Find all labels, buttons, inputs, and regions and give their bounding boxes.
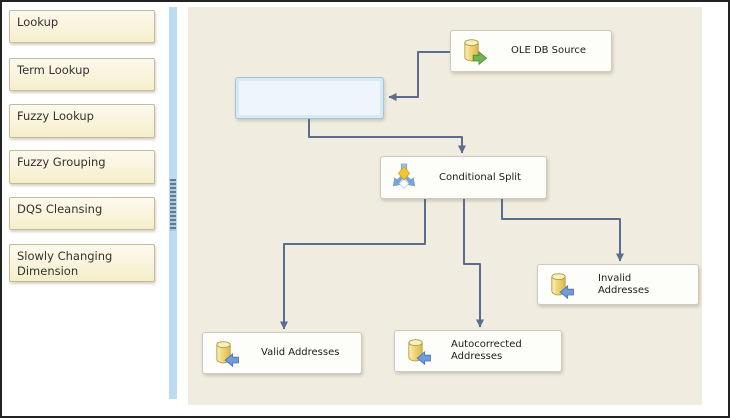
node-invalid-addresses[interactable]: Invalid Addresses bbox=[537, 264, 699, 305]
toolbox-item-fuzzy-lookup[interactable]: Fuzzy Lookup bbox=[9, 104, 155, 138]
toolbox-item-dqs-cleansing[interactable]: DQS Cleansing bbox=[9, 197, 155, 230]
toolbox-item-lookup[interactable]: Lookup bbox=[9, 10, 155, 43]
node-conditional-split[interactable]: Conditional Split bbox=[380, 156, 547, 199]
database-destination-icon bbox=[408, 339, 431, 366]
database-destination-icon bbox=[216, 341, 239, 368]
connector-droptarget-to-conditionalsplit bbox=[308, 119, 466, 154]
node-label: Valid Addresses bbox=[261, 347, 340, 358]
panel-splitter[interactable] bbox=[169, 7, 177, 399]
node-autocorrected-addresses[interactable]: Autocorrected Addresses bbox=[394, 330, 562, 372]
toolbox-item-fuzzy-grouping[interactable]: Fuzzy Grouping bbox=[9, 150, 155, 184]
database-source-icon bbox=[464, 39, 488, 66]
splitter-grip-icon[interactable] bbox=[170, 179, 176, 231]
connector-oledbsource-to-droptarget bbox=[388, 51, 450, 101]
toolbox-item-slowly-changing-dimension[interactable]: Slowly Changing Dimension bbox=[9, 244, 155, 282]
node-label: Autocorrected Addresses bbox=[451, 339, 522, 362]
node-label: OLE DB Source bbox=[511, 45, 587, 56]
node-label: Conditional Split bbox=[439, 171, 521, 183]
node-label: Invalid Addresses bbox=[598, 272, 650, 296]
connector-layer bbox=[280, 51, 624, 330]
connector-conditionalsplit-to-validaddresses bbox=[280, 199, 426, 330]
node-valid-addresses[interactable]: Valid Addresses bbox=[202, 332, 362, 374]
drop-target-node[interactable] bbox=[235, 77, 384, 119]
conditional-split-icon bbox=[393, 163, 415, 189]
database-destination-icon bbox=[551, 272, 574, 299]
node-ole-db-source[interactable]: OLE DB Source bbox=[450, 30, 612, 72]
data-flow-canvas: OLE DB Source Conditional Split bbox=[188, 7, 702, 405]
connector-conditionalsplit-to-autocorrected bbox=[463, 199, 484, 328]
toolbox-item-term-lookup[interactable]: Term Lookup bbox=[9, 58, 155, 91]
connector-conditionalsplit-to-invalidaddresses bbox=[501, 199, 624, 262]
